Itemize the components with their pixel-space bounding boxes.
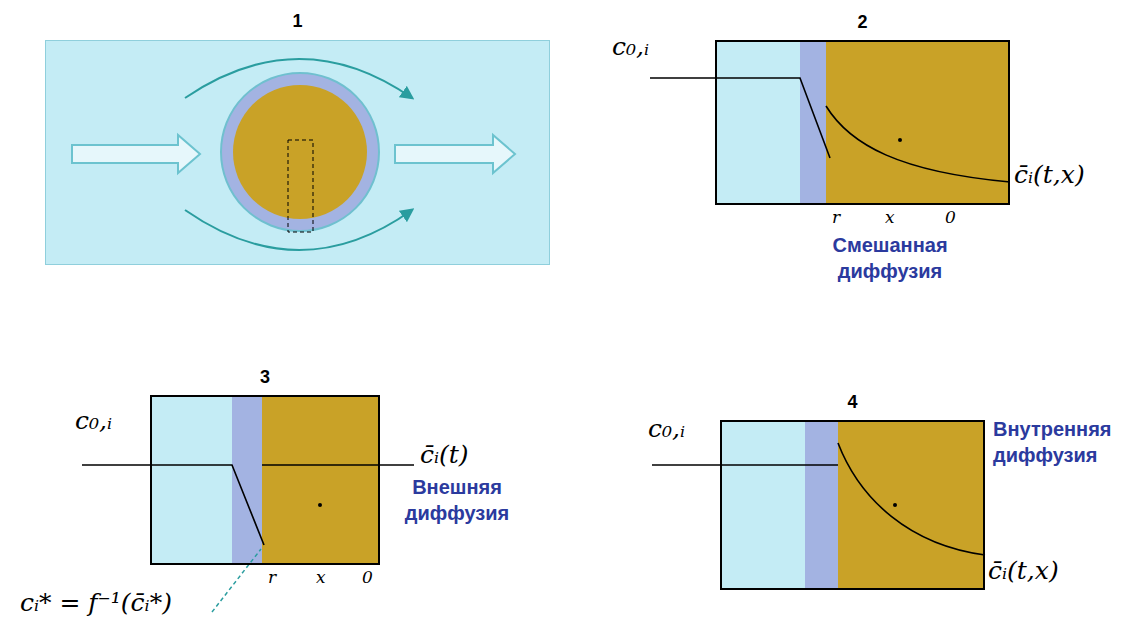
flow-arrow (72, 135, 200, 173)
panel-number: 4 (722, 392, 983, 413)
mode-caption: Внешняя диффузия (392, 474, 522, 526)
axis-mark: 0 (362, 567, 373, 587)
label-text: c̄ᵢ(t,x) (1014, 160, 1085, 189)
grain-zone (262, 395, 380, 565)
label-text: Смешанная диффузия (832, 234, 947, 282)
concentration-line (262, 464, 414, 466)
axis-mark: r (268, 567, 276, 587)
equilibrium-formula: cᵢ* = f⁻¹(c̄ᵢ*) (20, 588, 172, 617)
section-frame (288, 140, 313, 232)
axis-mark: x (316, 567, 326, 587)
concentration-symbol: c₀,ᵢ (648, 414, 685, 443)
panel-frame: 4 (720, 420, 985, 590)
fluid-ground (45, 40, 550, 265)
label-text: c̄ᵢ(t,x) (988, 556, 1059, 585)
panel-frame: 1 (45, 40, 550, 265)
panel-number: 2 (717, 12, 1008, 33)
label-text: r (832, 207, 840, 227)
fluid-zone (715, 40, 800, 205)
label-text: x (885, 207, 895, 227)
label-text: 0 (945, 207, 956, 227)
concentration-line (650, 78, 830, 158)
axis-mark: r (832, 207, 840, 227)
label-text: c₀,ᵢ (612, 32, 649, 61)
concentration-symbol: c̄ᵢ(t) (420, 440, 469, 469)
label-text: x (316, 567, 326, 587)
concentration-line (82, 465, 264, 545)
fluid-zone (720, 420, 805, 590)
mode-caption: Смешанная диффузия (815, 232, 965, 284)
mode-caption: Внутренняя диффузия (993, 416, 1138, 468)
panel-number: 1 (46, 11, 549, 32)
panel-frame: 2 (715, 40, 1010, 205)
label-text: c₀,ᵢ (75, 406, 112, 435)
axis-mark: 0 (945, 207, 956, 227)
point (898, 138, 902, 142)
axis-mark: x (885, 207, 895, 227)
grain-zone (826, 40, 1010, 205)
flow-arrow (395, 135, 515, 173)
film-layer (221, 73, 379, 231)
label-text: cᵢ* = f⁻¹(c̄ᵢ*) (20, 588, 172, 617)
point (318, 503, 322, 507)
film-zone (805, 420, 838, 590)
point (893, 503, 897, 507)
concentration-symbol: c₀,ᵢ (75, 406, 112, 435)
concentration-line (652, 464, 838, 466)
concentration-symbol: c̄ᵢ(t,x) (1014, 160, 1085, 189)
concentration-curve (838, 443, 985, 555)
leader-line (212, 549, 261, 612)
concentration-curve (826, 106, 1010, 182)
label-text: c̄ᵢ(t) (420, 440, 469, 469)
concentration-symbol: c̄ᵢ(t,x) (988, 556, 1059, 585)
label-text: r (268, 567, 276, 587)
panel-number: 3 (152, 367, 378, 388)
fluid-zone (150, 395, 232, 565)
film-zone (232, 395, 262, 565)
concentration-symbol: c₀,ᵢ (612, 32, 649, 61)
label-text: Внутренняя диффузия (993, 418, 1112, 466)
label-text: Внешняя диффузия (405, 476, 510, 524)
film-zone (800, 40, 826, 205)
label-text: 0 (362, 567, 373, 587)
label-text: c₀,ᵢ (648, 414, 685, 443)
grain-zone (838, 420, 985, 590)
panel-frame: 3 (150, 395, 380, 565)
grain (233, 85, 367, 219)
